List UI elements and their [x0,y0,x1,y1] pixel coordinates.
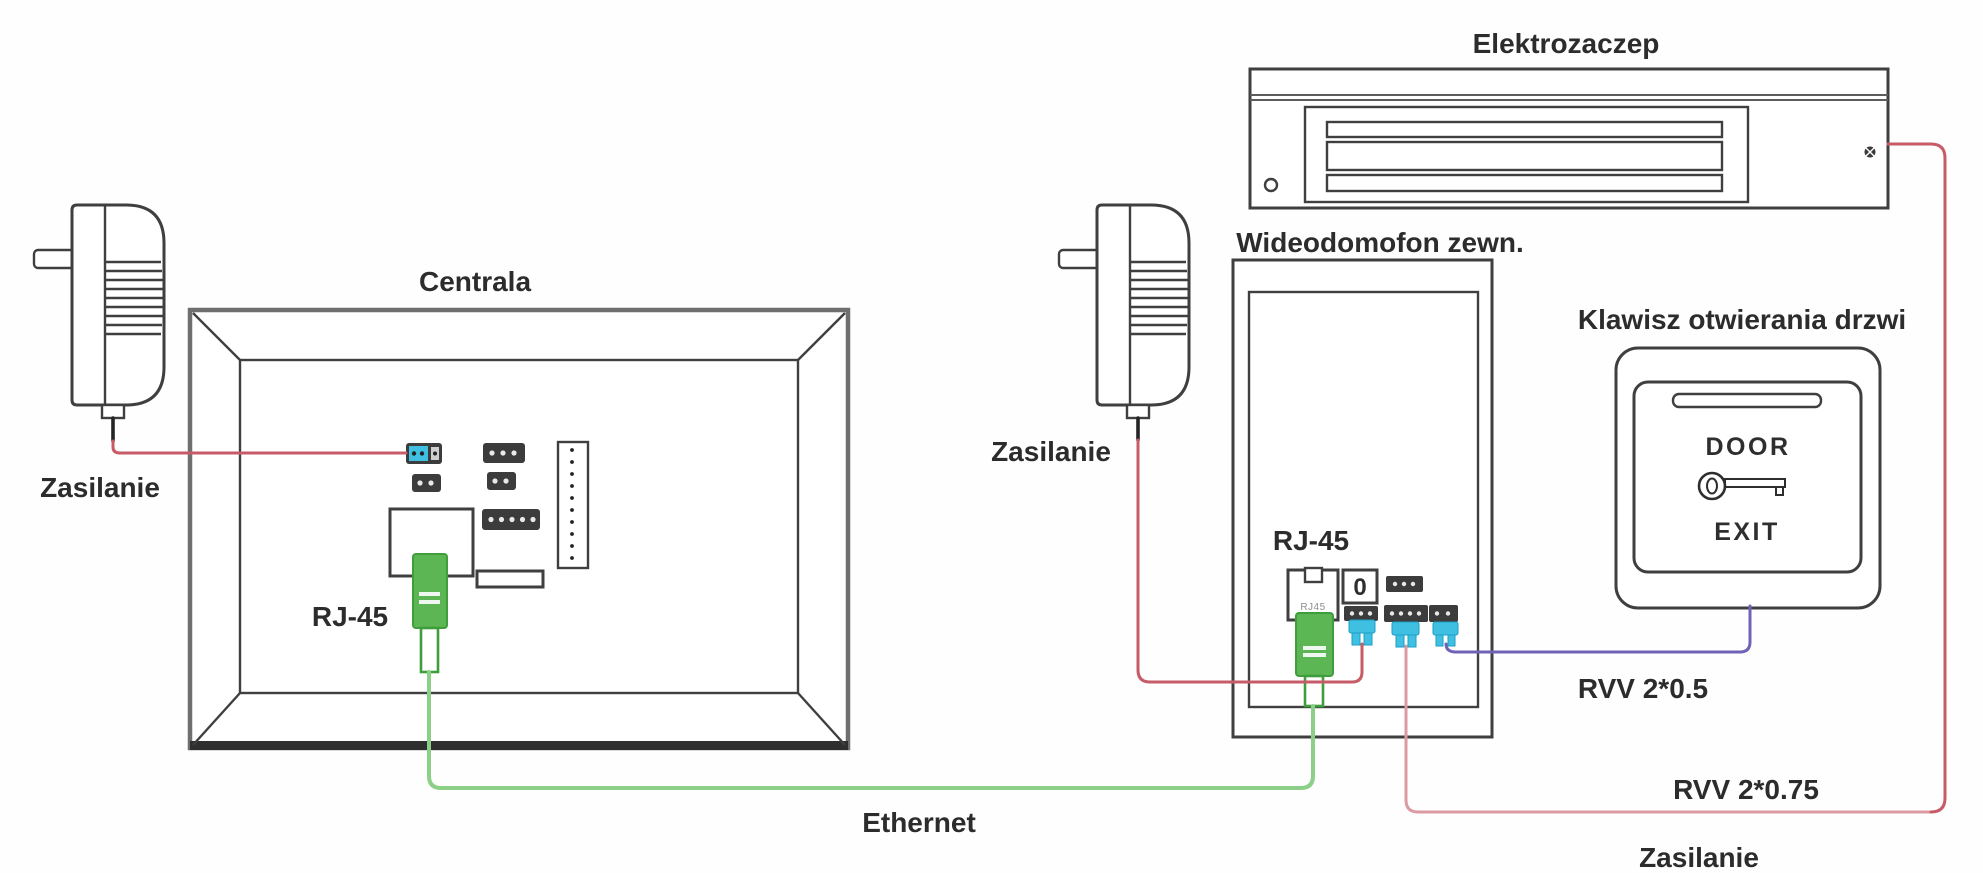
panel-terminal-2 [1384,605,1428,622]
label-aux-port: 0 [1353,574,1366,601]
terminal-5pin [482,509,540,530]
label-rj45-socket: RJ45 [1300,602,1325,613]
bevel-top-left [192,312,241,361]
panel-terminal-top [1386,576,1423,592]
terminal-2pin-b [487,472,516,490]
cyan-plug-1 [1348,619,1376,646]
power-terminal-cyan [406,443,442,464]
adapter-body [1095,203,1191,407]
panel-terminal-3 [1429,605,1458,622]
adapter-ribs [1131,260,1188,336]
key-icon [1697,471,1786,501]
label-klawisz: Klawisz otwierania drzwi [1578,304,1906,335]
panel-terminal-1 [1344,606,1378,621]
adapter-cord-nub [1125,403,1151,420]
panel-aux-port: 0 [1341,568,1379,605]
label-centrala: Centrala [419,266,531,297]
label-rj45-panel: RJ-45 [1273,525,1349,556]
monitor-bottom-edge [190,741,848,750]
cyan-plug-3 [1432,621,1459,647]
label-rvv-075: RVV 2*0.75 [1673,774,1819,805]
cyan-terminal-icon [409,446,428,461]
blank-connector [475,569,545,589]
bevel-bottom-left [192,692,241,746]
cyan-plug-2 [1391,621,1420,648]
adapter-cord-nub [100,403,126,420]
wire-rvv-075-riser [1886,142,1947,814]
screw-icon-right [1864,146,1876,158]
adapter-body [70,203,166,407]
plug-prong-icon [32,248,76,270]
label-rvv-05: RVV 2*0.5 [1578,673,1708,704]
button-inner [1632,380,1863,574]
label-ethernet: Ethernet [862,807,976,838]
label-exit: EXIT [1714,518,1780,546]
adapter-ribs [106,260,163,336]
wire-ethernet [427,670,1315,790]
lock-slat-1 [1325,120,1724,139]
lock-slat-3 [1325,173,1724,193]
elektrozaczep-lock [1248,67,1890,210]
screw-icon-left [1263,177,1279,193]
power-adapter-mid [1057,203,1191,442]
power-adapter-left [32,203,166,443]
label-zasilanie-left: Zasilanie [40,472,160,503]
lock-slat-2 [1325,140,1724,172]
terminal-3pin [483,443,525,463]
label-zasilanie-bottom: Zasilanie [1639,842,1759,873]
exit-button: DOOR EXIT [1614,346,1882,610]
wire-rvv-05 [1444,604,1752,654]
label-wideodomofon: Wideodomofon zewn. [1236,227,1524,258]
centrala-monitor [187,307,851,751]
label-rj45-centrala: RJ-45 [312,601,388,632]
label-door: DOOR [1706,433,1791,461]
terminal-2pin-a [412,474,441,492]
rj45-clip-notch [1303,566,1324,584]
button-slot [1671,392,1823,409]
label-zasilanie-mid: Zasilanie [991,436,1111,467]
plug-prong-icon [1057,248,1101,270]
wire-power-wideodomofon [1136,438,1364,684]
pin-header [556,440,590,570]
bevel-top-right [797,312,846,361]
bevel-bottom-right [797,692,846,746]
wire-power-centrala [111,439,408,455]
label-elektrozaczep: Elektrozaczep [1473,28,1660,59]
wire-rvv-075-bottom [1404,644,1933,814]
